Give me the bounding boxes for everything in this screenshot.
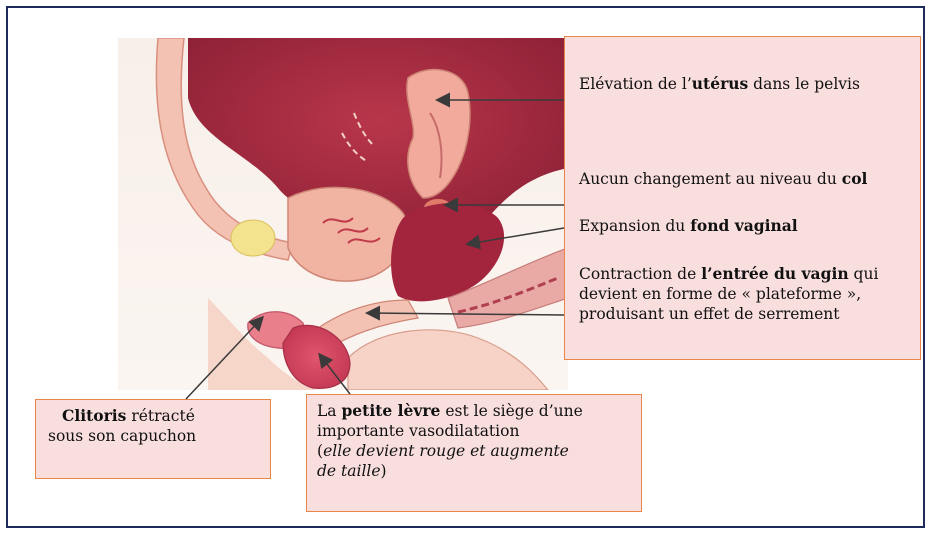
- clitoris-line2: sous son capuchon: [48, 426, 258, 446]
- levre-line2: importante vasodilatation: [317, 421, 631, 441]
- label-entree-vagin: Contraction de l’entrée du vagin qui dev…: [579, 264, 878, 324]
- clitoris-line1: Clitoris rétracté: [48, 406, 258, 426]
- levre-line3: (elle devient rouge et augmente: [317, 441, 631, 461]
- label-col: Aucun changement au niveau du col: [579, 169, 867, 189]
- levre-line4: de taille): [317, 461, 631, 481]
- label-fond-vaginal: Expansion du fond vaginal: [579, 216, 798, 236]
- clitoris-box: Clitoris rétracté sous son capuchon: [35, 399, 271, 479]
- right-annotations-box: Elévation de l’utérus dans le pelvis Auc…: [564, 36, 921, 360]
- label-uterus: Elévation de l’utérus dans le pelvis: [579, 74, 860, 94]
- anatomy-illustration: [118, 38, 568, 390]
- levre-line1: La petite lèvre est le siège d’une: [317, 401, 631, 421]
- petite-levre-box: La petite lèvre est le siège d’une impor…: [306, 394, 642, 512]
